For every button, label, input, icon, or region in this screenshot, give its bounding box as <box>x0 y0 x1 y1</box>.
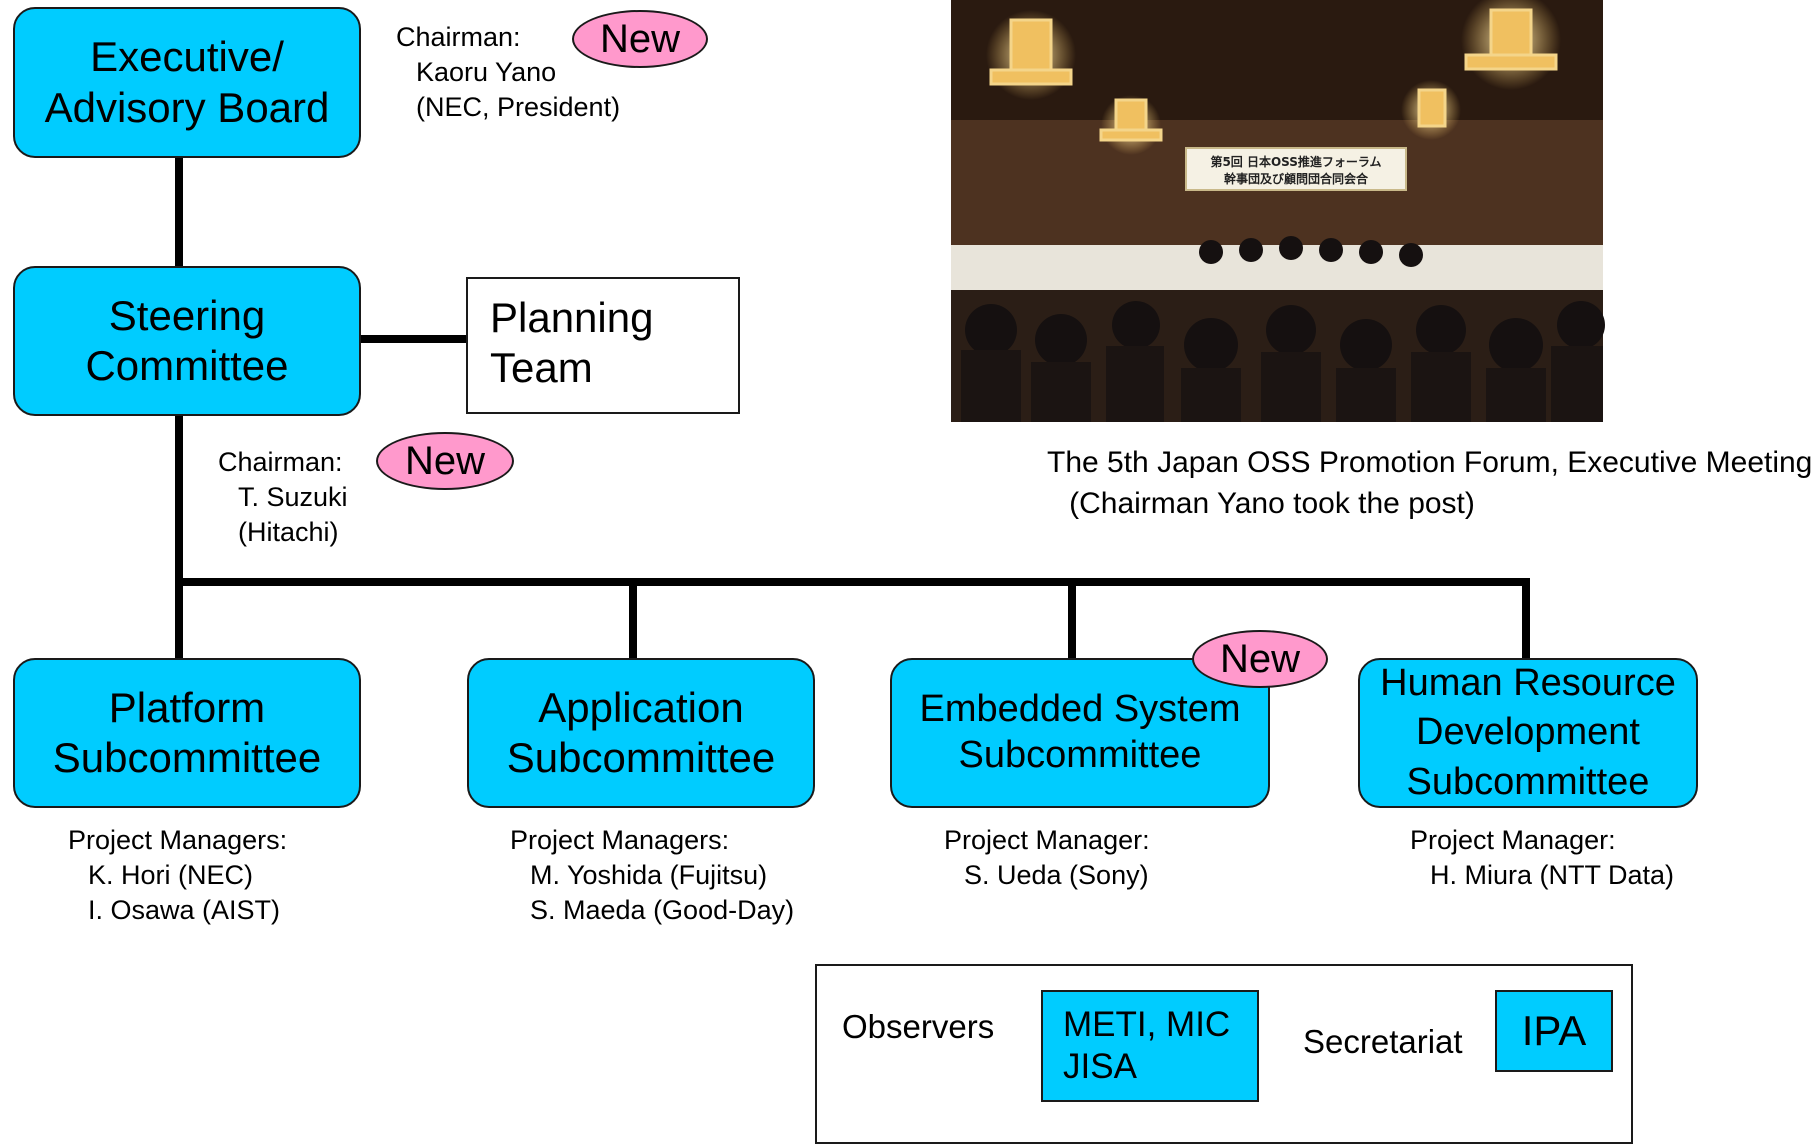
embedded-system-project-manager: Project Manager: S. Ueda (Sony) <box>944 823 1150 893</box>
executive-board-line-1: Executive/ <box>90 33 284 81</box>
platform-subcommittee-line-2: Subcommittee <box>52 734 322 781</box>
planning-team-line-2: Team <box>490 344 593 392</box>
connector-exec-steering <box>175 158 183 266</box>
human-resource-subcommittee-box: Human Resource Development Subcommittee <box>1358 658 1698 808</box>
planning-team-box: Planning Team <box>466 277 740 414</box>
application-subcommittee-line-2: Subcommittee <box>506 734 776 781</box>
embedded-system-subcommittee-line-2: Subcommittee <box>958 734 1202 776</box>
connector-steering-bus <box>175 414 183 658</box>
connector-bus-application <box>629 578 637 658</box>
human-resource-pm-1: H. Miura (NTT Data) <box>1430 860 1675 891</box>
new-badge-steering-chair: New <box>376 432 514 490</box>
embedded-pm-1: S. Ueda (Sony) <box>964 860 1149 891</box>
steering-committee-box: Steering Committee <box>13 266 361 416</box>
application-pm-label: Project Managers: <box>510 825 730 855</box>
observers-line-1: METI, MIC <box>1063 1005 1231 1044</box>
platform-project-managers: Project Managers: K. Hori (NEC) I. Osawa… <box>68 823 287 928</box>
meeting-photo-illustration: 第5回 日本OSS推進フォーラム 幹事団及び顧問団合同会合 <box>951 0 1605 422</box>
banner-text-line-2: 幹事団及び顧問団合同会合 <box>1224 171 1369 186</box>
executive-chair-info: Chairman: Kaoru Yano (NEC, President) <box>396 20 620 125</box>
secretariat-box: IPA <box>1495 990 1613 1072</box>
chandelier-right <box>1401 0 1561 140</box>
photo-caption-line-1: The 5th Japan OSS Promotion Forum, Execu… <box>1047 446 1812 479</box>
steering-chair-label: Chairman: <box>218 447 343 477</box>
human-resource-subcommittee-line-2: Development <box>1416 711 1640 754</box>
platform-pm-label: Project Managers: <box>68 825 288 855</box>
embedded-pm-label: Project Manager: <box>944 825 1150 855</box>
observers-box: METI, MIC JISA <box>1041 990 1259 1102</box>
platform-pm-2: I. Osawa (AIST) <box>88 895 281 926</box>
application-pm-1: M. Yoshida (Fujitsu) <box>530 860 768 891</box>
steering-committee-line-2: Committee <box>85 342 289 389</box>
secretariat-label: Secretariat <box>1303 1023 1463 1060</box>
photo-caption-line-2: (Chairman Yano took the post) <box>1069 486 1475 520</box>
embedded-system-subcommittee-line-1: Embedded System <box>919 688 1241 731</box>
connector-steering-planning <box>360 335 466 343</box>
application-subcommittee-box: Application Subcommittee <box>467 658 815 808</box>
human-resource-project-manager: Project Manager: H. Miura (NTT Data) <box>1410 823 1674 893</box>
meeting-photo: 第5回 日本OSS推進フォーラム 幹事団及び顧問団合同会合 <box>951 0 1605 422</box>
platform-subcommittee-box: Platform Subcommittee <box>13 658 361 808</box>
executive-chair-name: Kaoru Yano <box>416 57 557 88</box>
steering-chair-affiliation: (Hitachi) <box>238 517 339 548</box>
executive-chair-label: Chairman: <box>396 22 521 52</box>
platform-subcommittee-line-1: Platform <box>108 683 266 731</box>
application-pm-2: S. Maeda (Good-Day) <box>530 895 795 926</box>
application-subcommittee-line-1: Application <box>538 683 744 731</box>
human-resource-pm-label: Project Manager: <box>1410 825 1616 855</box>
application-project-managers: Project Managers: M. Yoshida (Fujitsu) S… <box>510 823 794 928</box>
platform-pm-1: K. Hori (NEC) <box>88 860 254 891</box>
human-resource-subcommittee-line-3: Subcommittee <box>1406 760 1650 803</box>
embedded-system-subcommittee-box: Embedded System Subcommittee <box>890 658 1270 808</box>
audience-heads <box>965 236 1605 372</box>
planning-team-line-1: Planning <box>490 294 654 341</box>
banner-text-line-1: 第5回 日本OSS推進フォーラム <box>1210 154 1381 169</box>
executive-board-line-2: Advisory Board <box>44 83 330 131</box>
executive-chair-affiliation: (NEC, President) <box>416 92 621 123</box>
steering-committee-line-1: Steering <box>108 291 266 339</box>
audience-bodies <box>961 346 1603 422</box>
observers-label: Observers <box>842 1008 995 1045</box>
executive-board-box: Executive/ Advisory Board <box>13 7 361 158</box>
connector-bus-embedded <box>1068 578 1076 658</box>
meeting-banner-sign <box>1185 147 1407 191</box>
new-badge-executive-chair: New <box>572 10 708 68</box>
steering-chair-info: Chairman: T. Suzuki (Hitachi) <box>218 445 348 550</box>
connector-bus-human-resource <box>1522 578 1530 658</box>
new-badge-embedded-system: New <box>1192 630 1328 688</box>
connector-horizontal-bus <box>175 578 1530 586</box>
steering-chair-name: T. Suzuki <box>238 482 348 513</box>
chandelier-center <box>1099 95 1163 155</box>
observers-line-2: JISA <box>1063 1047 1137 1086</box>
chandelier-left <box>986 10 1076 100</box>
human-resource-subcommittee-line-1: Human Resource <box>1380 661 1676 704</box>
photo-caption: The 5th Japan OSS Promotion Forum, Execu… <box>812 443 1812 524</box>
